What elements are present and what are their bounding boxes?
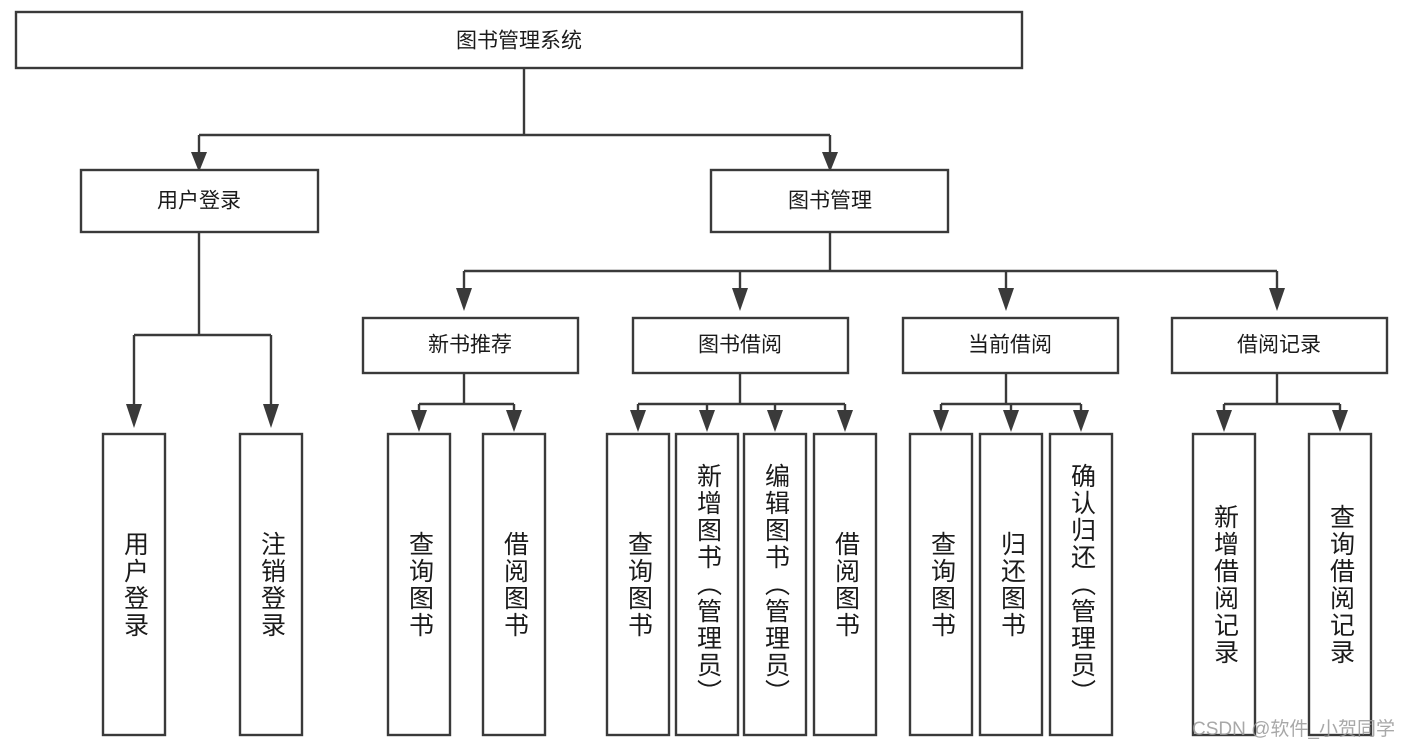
- arrow-head-icon: [1073, 410, 1089, 432]
- connector-group-current-borrow: [933, 373, 1089, 432]
- node-book-manage-label: 图书管理: [788, 190, 872, 213]
- leaf-box-current-borrow-2[interactable]: [978, 432, 1044, 737]
- node-root-box[interactable]: [14, 10, 1024, 70]
- arrow-head-icon: [1003, 410, 1019, 432]
- arrow-head-icon: [732, 288, 748, 311]
- node-book-manage-box[interactable]: [709, 168, 950, 234]
- arrow-head-icon: [998, 288, 1014, 311]
- node-user-login[interactable]: 用户登录: [79, 168, 320, 234]
- arrow-head-icon: [767, 410, 783, 432]
- arrow-head-icon: [933, 410, 949, 432]
- leaf-box-book-borrow-3[interactable]: [742, 432, 808, 737]
- leaf-box-new-book-2[interactable]: [481, 432, 547, 737]
- node-new-book-recommend-label: 新书推荐: [428, 334, 512, 357]
- arrow-head-icon: [822, 152, 838, 172]
- leaf-box-book-borrow-2[interactable]: [674, 432, 740, 737]
- arrow-head-icon: [263, 404, 279, 428]
- node-root[interactable]: 图书管理系统: [14, 10, 1024, 70]
- arrow-head-icon: [1332, 410, 1348, 432]
- arrow-head-icon: [1269, 288, 1285, 311]
- watermark-text: CSDN @软件_小贺同学: [1192, 719, 1395, 740]
- arrow-head-icon: [699, 410, 715, 432]
- leaf-box-book-borrow-4[interactable]: [812, 432, 878, 737]
- node-root-label: 图书管理系统: [456, 30, 582, 53]
- leaf-box-new-book-1[interactable]: [386, 432, 452, 737]
- node-current-borrow-label: 当前借阅: [968, 334, 1052, 357]
- arrow-head-icon: [1216, 410, 1232, 432]
- node-book-borrow-box[interactable]: [631, 316, 850, 375]
- node-book-borrow[interactable]: 图书借阅: [631, 316, 850, 375]
- arrow-head-icon: [126, 404, 142, 428]
- node-book-borrow-label: 图书借阅: [698, 334, 782, 357]
- node-current-borrow-box[interactable]: [901, 316, 1120, 375]
- node-borrow-record-label: 借阅记录: [1237, 334, 1321, 357]
- node-borrow-record[interactable]: 借阅记录: [1170, 316, 1389, 375]
- connector-group-new-book: [411, 373, 522, 432]
- connector-group-user-login: [126, 232, 279, 428]
- node-user-login-box[interactable]: [79, 168, 320, 234]
- node-new-book-recommend-box[interactable]: [361, 316, 580, 375]
- connector-group-borrow-record: [1216, 373, 1348, 432]
- node-current-borrow[interactable]: 当前借阅: [901, 316, 1120, 375]
- node-new-book-recommend[interactable]: 新书推荐: [361, 316, 580, 375]
- node-user-login-label: 用户登录: [157, 190, 241, 213]
- arrow-head-icon: [411, 410, 427, 432]
- leaf-box-user-login-1[interactable]: [101, 432, 167, 737]
- arrow-head-icon: [191, 152, 207, 172]
- arrow-head-icon: [630, 410, 646, 432]
- leaf-box-current-borrow-1[interactable]: [908, 432, 974, 737]
- arrow-head-icon: [837, 410, 853, 432]
- node-borrow-record-box[interactable]: [1170, 316, 1389, 375]
- leaf-box-current-borrow-3[interactable]: [1048, 432, 1114, 737]
- node-book-manage[interactable]: 图书管理: [709, 168, 950, 234]
- leaf-box-borrow-record-1[interactable]: [1191, 432, 1257, 737]
- leaf-box-user-login-2[interactable]: [238, 432, 304, 737]
- connector-group-book-borrow: [630, 373, 853, 432]
- connector-group-book-manage: [456, 232, 1285, 311]
- arrow-head-icon: [506, 410, 522, 432]
- leaf-box-book-borrow-1[interactable]: [605, 432, 671, 737]
- connector-group-root: [191, 68, 838, 172]
- arrow-head-icon: [456, 288, 472, 311]
- leaf-box-borrow-record-2[interactable]: [1307, 432, 1373, 737]
